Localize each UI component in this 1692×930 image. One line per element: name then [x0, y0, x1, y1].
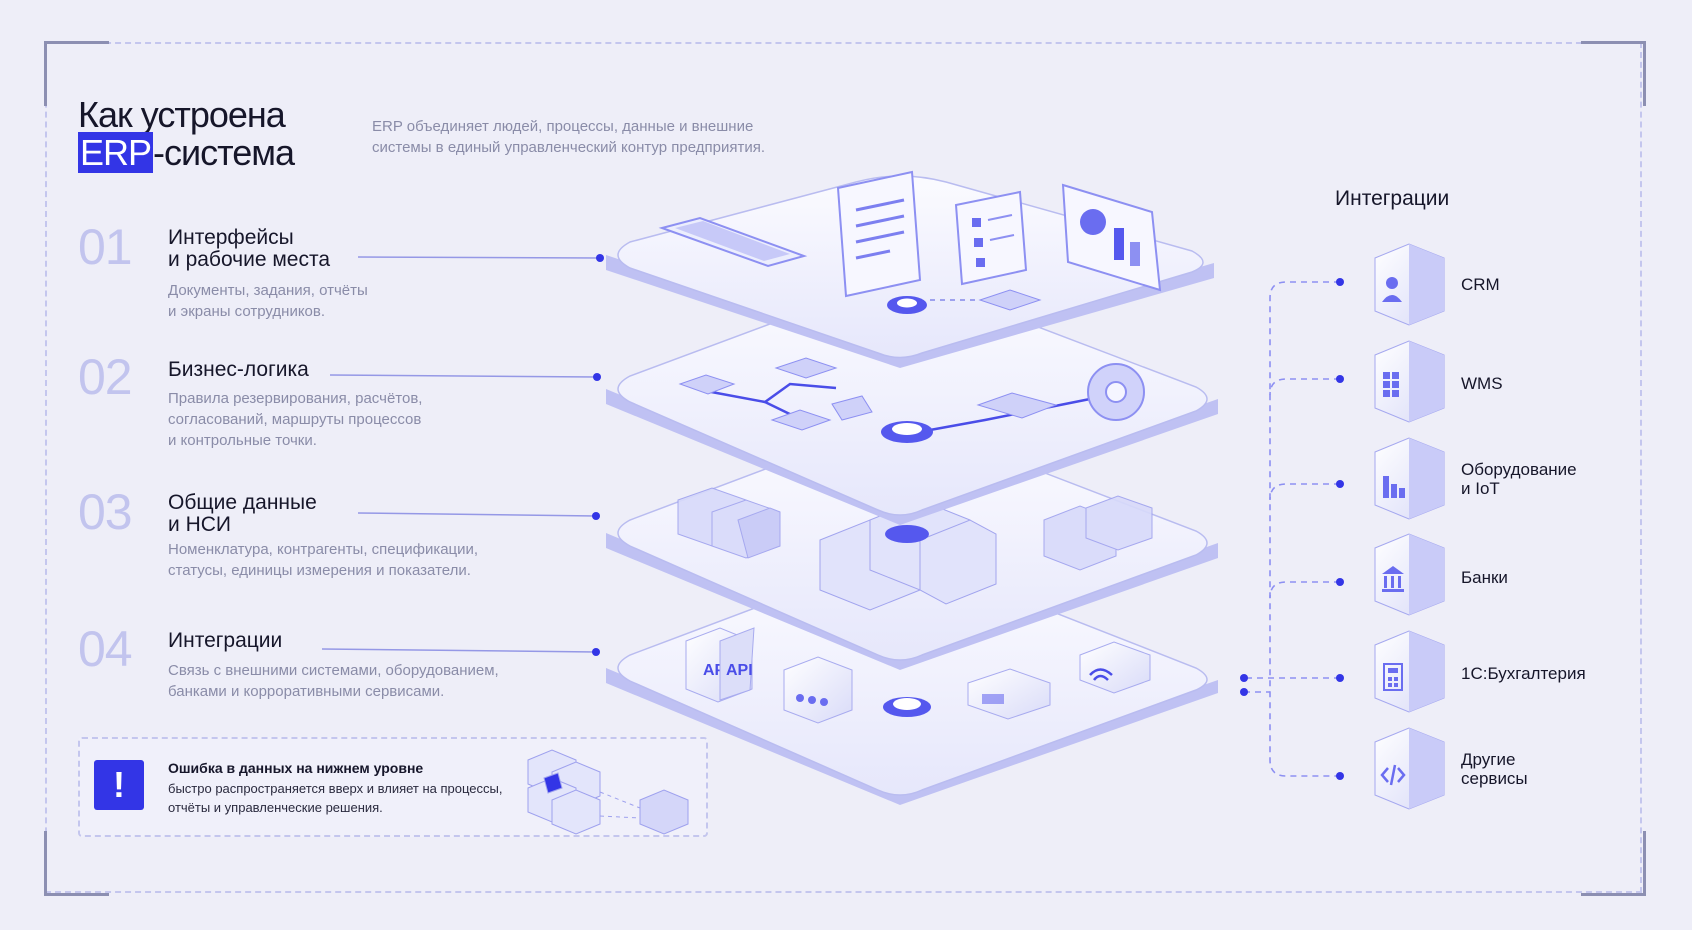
process-node-1 — [678, 374, 736, 395]
layer-3-title-line2: и НСИ — [168, 513, 231, 536]
page-title-highlight: ERP — [78, 132, 154, 173]
layer-3-title: Общие данные и НСИ — [168, 492, 317, 536]
exclamation-icon: ! — [94, 760, 144, 810]
api-cube-2: API — [719, 627, 755, 701]
layer-2-desc-line1: Правила резервирования, расчётов, — [168, 390, 423, 407]
layer-1-desc-line1: Документы, задания, отчёты — [168, 282, 368, 299]
integration-label-banks: Банки — [1461, 568, 1508, 587]
chat-cube-icon — [783, 656, 853, 724]
integration-label-iot-line2: и IoT — [1461, 479, 1500, 498]
calculator-icon — [1383, 663, 1403, 691]
frame-border — [45, 42, 1642, 893]
checklist-icon — [954, 190, 1028, 286]
layer-2-desc-line3: и контрольные точки. — [168, 432, 317, 449]
layer-3-description: Номенклатура, контрагенты, спецификации,… — [168, 539, 478, 581]
integration-label-1c: 1С:Бухгалтерия — [1461, 664, 1586, 683]
server-device-icon — [967, 668, 1051, 720]
gear-icon — [1087, 363, 1145, 421]
process-node-4 — [976, 392, 1058, 419]
connector-layer-2 — [329, 374, 598, 378]
frame-corner-bottom-right — [1581, 831, 1646, 896]
process-nodes — [678, 357, 1058, 431]
layer-3-desc-line2: статусы, единицы измерения и показатели. — [168, 562, 471, 579]
integration-cube-other — [1374, 727, 1445, 810]
data-cubes-left — [677, 487, 781, 559]
document-icon — [836, 170, 922, 298]
process-node-3 — [831, 395, 873, 421]
integration-label-wms: WMS — [1461, 374, 1503, 393]
layer-3-title-line1: Общие данные — [168, 491, 317, 514]
integration-cube-crm — [1374, 243, 1445, 326]
layer-1-desc-line2: и экраны сотрудников. — [168, 303, 326, 320]
interface-tile — [978, 289, 1042, 311]
warehouse-grid-icon — [1383, 372, 1399, 397]
integration-label-iot: Оборудование и IoT — [1461, 460, 1577, 498]
integration-label-iot-line1: Оборудование — [1461, 460, 1577, 479]
integration-tree-dots — [1240, 278, 1344, 780]
layer-connector-lines — [321, 256, 601, 653]
layer-4-description: Связь с внешними системами, оборудование… — [168, 660, 499, 702]
alert-title: Ошибка в данных на нижнем уровне — [168, 760, 424, 776]
layer-2-description: Правила резервирования, расчётов, соглас… — [168, 388, 422, 451]
layer-1-number: 01 — [78, 219, 133, 275]
layer-1-title-line2: и рабочие места — [168, 248, 331, 271]
layer-4-desc-line1: Связь с внешними системами, оборудование… — [168, 662, 499, 679]
integration-cube-1c — [1374, 630, 1445, 713]
integration-label-crm: CRM — [1461, 275, 1500, 294]
layer-2-desc-line2: согласований, маршруты процессов — [168, 411, 422, 428]
connector-dot-3 — [592, 512, 600, 520]
layer-3-desc-line1: Номенклатура, контрагенты, спецификации, — [168, 541, 479, 558]
layer-4-number: 04 — [78, 621, 133, 677]
connector-layer-4 — [321, 648, 597, 653]
phone-icon — [658, 216, 808, 268]
connector-layer-1 — [357, 256, 601, 259]
frame-corner-top-left — [44, 41, 109, 106]
connector-dot-1 — [596, 254, 604, 262]
layer-1-title-line1: Интерфейсы — [168, 226, 294, 249]
connector-layer-3 — [357, 512, 597, 517]
layer-2-title: Бизнес-логика — [168, 358, 309, 381]
layer-1-description: Документы, задания, отчёты и экраны сотр… — [168, 280, 368, 322]
api-label-2: API — [726, 662, 753, 679]
process-node-2 — [770, 409, 832, 431]
layer-4-desc-line2: банками и корроративными сервисами. — [168, 683, 445, 700]
layer-2-number: 02 — [78, 349, 133, 405]
intro-text: ERP объединяет людей, процессы, данные и… — [372, 118, 766, 156]
layer-1-title: Интерфейсы и рабочие места — [168, 227, 330, 271]
integration-label-other: Другие сервисы — [1461, 750, 1528, 788]
connector-dot-2 — [593, 373, 601, 381]
plate-interfaces — [606, 170, 1214, 368]
wifi-device-icon — [1079, 641, 1151, 694]
alert-text: быстро распространяется вверх и влияет н… — [168, 781, 503, 815]
frame-corner-top-right — [1581, 41, 1646, 106]
page-title-rest: -система — [153, 132, 295, 173]
bank-icon — [1382, 566, 1404, 592]
integration-label-other-line2: сервисы — [1461, 769, 1528, 788]
page-title-line1: Как устроена — [78, 94, 286, 135]
user-icon — [1382, 277, 1402, 302]
plate-logic — [606, 283, 1218, 525]
factory-icon — [1383, 476, 1405, 498]
frame-corner-bottom-left — [44, 831, 109, 896]
layer-3-number: 03 — [78, 484, 133, 540]
data-cubes-right — [1043, 495, 1153, 571]
integration-cube-iot — [1374, 437, 1445, 520]
process-node-decision — [774, 357, 838, 379]
alert-cubes-illustration — [527, 749, 689, 835]
dashboard-chart-icon — [1061, 183, 1162, 292]
integration-tree-lines — [1244, 281, 1340, 777]
error-alert-box — [78, 737, 708, 837]
integrations-title: Интеграции — [1335, 187, 1450, 210]
integration-label-other-line1: Другие — [1461, 750, 1516, 769]
connector-dot-4 — [592, 648, 600, 656]
integration-cube-wms — [1374, 340, 1445, 423]
page-title: Как устроена ERP-система — [78, 94, 295, 173]
code-icon — [1380, 764, 1406, 786]
integration-cube-banks — [1374, 533, 1445, 616]
plate-integrations: API API — [606, 561, 1218, 805]
layer-4-title: Интеграции — [168, 629, 283, 652]
